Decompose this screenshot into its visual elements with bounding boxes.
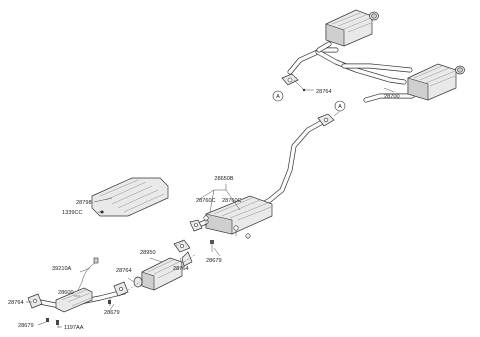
alignment-guides [109, 239, 197, 300]
label-center-bolt: 28679 [206, 258, 222, 264]
heat-protector-part [91, 177, 169, 217]
label-front-bolt-lower: 28679 [18, 323, 34, 329]
center-bolt-part [210, 240, 214, 252]
reference-marker-a-left: A [272, 90, 284, 102]
label-catalytic-converter: 28950 [140, 250, 156, 256]
front-pipe-part [27, 281, 129, 313]
ref-a-right-label: A [338, 104, 342, 110]
part-labels: 28764 28700 28650B 28760C 28760C 28679 2… [8, 89, 400, 331]
ref-a-left-label: A [276, 94, 280, 100]
label-bolt-heat-protector: 1339CC [62, 210, 83, 216]
front-hardware-part [46, 300, 111, 328]
label-heat-protector: 28798 [76, 200, 92, 206]
rear-muffler-lower [407, 63, 465, 101]
label-center-hanger-right: 28760C [222, 198, 242, 204]
label-front-bolt-upper: 28679 [104, 310, 120, 316]
rear-pipe-assembly [287, 47, 421, 103]
label-center-front-gasket: 28764 [173, 266, 189, 272]
rear-gasket-part [281, 73, 306, 92]
label-cat-gasket: 28764 [116, 268, 132, 274]
label-rear-gasket: 28764 [316, 89, 332, 95]
reference-marker-a-right: A [333, 100, 346, 117]
oxygen-sensor-part [77, 257, 99, 291]
label-center-hanger-left: 28760C [196, 198, 216, 204]
label-front-nut: 1197AA [64, 325, 84, 331]
label-front-gasket: 28764 [8, 300, 24, 306]
leader-lines [26, 79, 395, 328]
rear-muffler-upper [316, 9, 379, 53]
center-pipe-assembly [189, 113, 335, 239]
label-muffler: 28700 [384, 94, 400, 100]
label-front-pipe: 28600 [58, 290, 74, 296]
label-center-pipe: 28650B [214, 176, 234, 182]
catalytic-converter-part [133, 239, 193, 291]
label-oxygen-sensor: 39210A [52, 266, 72, 272]
